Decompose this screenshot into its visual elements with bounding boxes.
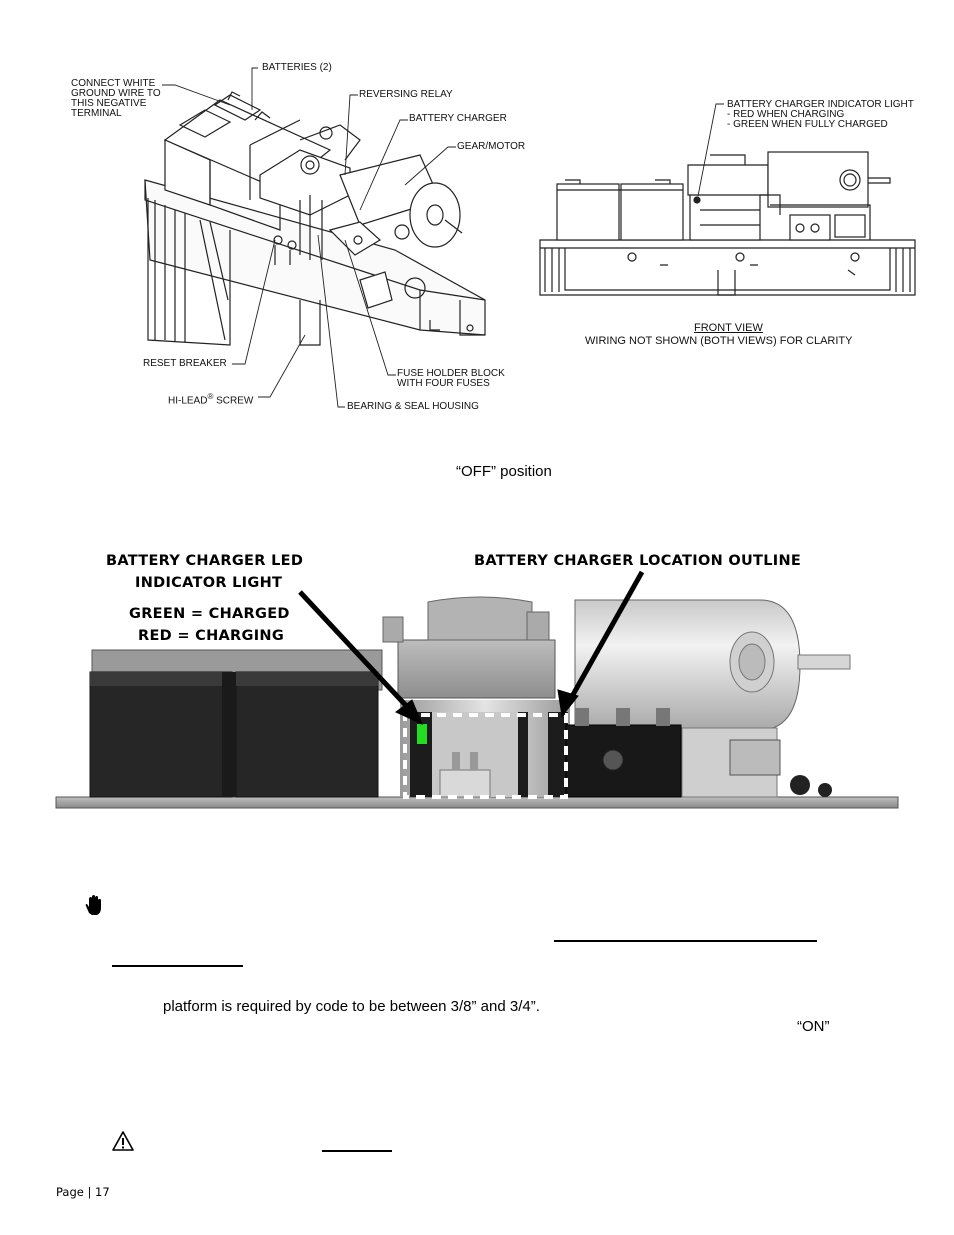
- platform-code-text: platform is required by code to be betwe…: [163, 998, 540, 1015]
- label-fuse-holder: FUSE HOLDER BLOCK: [397, 368, 505, 379]
- label-hi-lead-screw: HI-LEAD® SCREW: [168, 392, 254, 407]
- front-view-drawing: [539, 103, 916, 296]
- page-number: Page | 17: [56, 1185, 110, 1199]
- green-charged-label: GREEN = CHARGED: [129, 606, 290, 622]
- on-label: “ON”: [797, 1018, 830, 1035]
- label-indicator-light: BATTERY CHARGER INDICATOR LIGHT: [727, 99, 914, 110]
- label-ground-wire: GROUND WIRE TO: [71, 88, 161, 99]
- warning-triangle-icon: [112, 1131, 134, 1151]
- label-red-charging: - RED WHEN CHARGING: [727, 109, 845, 120]
- label-reset-breaker: RESET BREAKER: [143, 358, 227, 369]
- label-reversing-relay: REVERSING RELAY: [359, 89, 453, 100]
- charger-render: [55, 570, 899, 809]
- label-batteries: BATTERIES (2): [262, 62, 332, 73]
- underline-2: [112, 965, 243, 967]
- label-green-charged: - GREEN WHEN FULLY CHARGED: [727, 119, 888, 130]
- label-gear-motor: GEAR/MOTOR: [457, 141, 526, 152]
- label-negative: THIS NEGATIVE: [71, 98, 147, 109]
- led-callout-line2: INDICATOR LIGHT: [135, 575, 283, 591]
- led-callout-line1: BATTERY CHARGER LED: [106, 553, 304, 569]
- hand-stop-icon: [85, 895, 101, 915]
- location-outline-label: BATTERY CHARGER LOCATION OUTLINE: [474, 553, 802, 569]
- underline-3: [322, 1150, 392, 1152]
- label-wiring-note: WIRING NOT SHOWN (BOTH VIEWS) FOR CLARIT…: [585, 335, 853, 347]
- underline-1: [554, 940, 817, 942]
- off-position-text: “OFF” position: [456, 463, 552, 480]
- label-front-view: FRONT VIEW: [694, 322, 763, 334]
- label-four-fuses: WITH FOUR FUSES: [397, 378, 490, 389]
- isometric-drawing: [144, 67, 486, 408]
- label-battery-charger: BATTERY CHARGER: [409, 113, 507, 124]
- label-connect-white: CONNECT WHITE: [71, 78, 156, 89]
- label-bearing-seal: BEARING & SEAL HOUSING: [347, 401, 479, 412]
- label-terminal: TERMINAL: [71, 108, 122, 119]
- red-charging-label: RED = CHARGING: [138, 628, 285, 644]
